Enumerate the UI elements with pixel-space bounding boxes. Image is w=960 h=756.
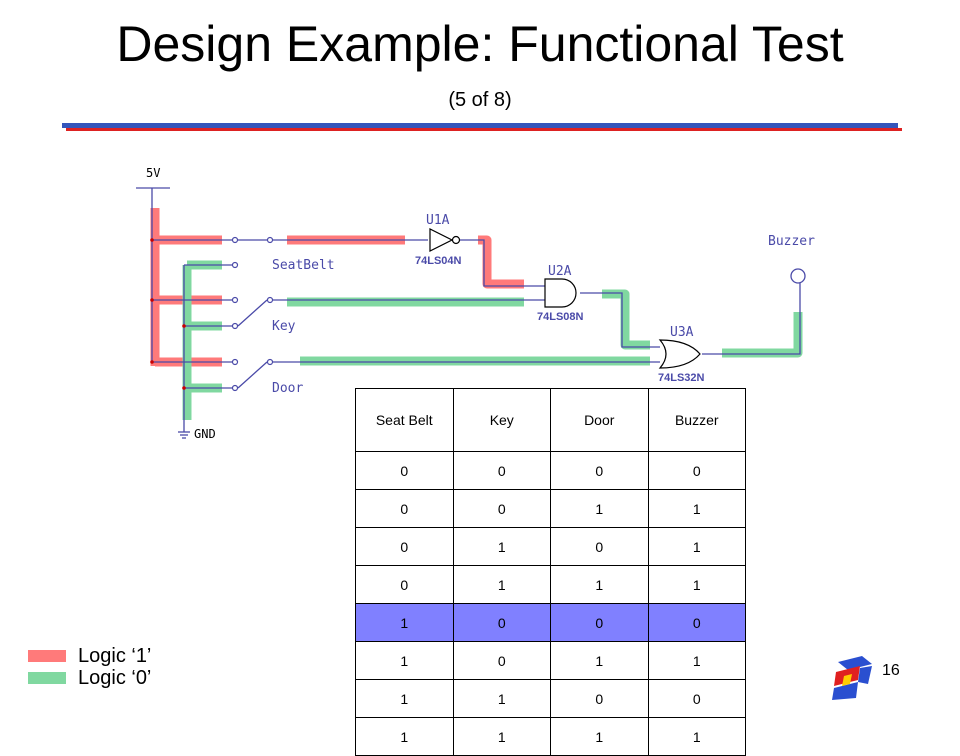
cell: 0	[355, 527, 454, 566]
cell: 0	[355, 489, 454, 528]
page-number: 16	[882, 662, 900, 679]
gate-ref-u2a: U2A	[548, 264, 572, 279]
switch-label-key: Key	[272, 319, 296, 334]
gate-ref-u3a: U3A	[670, 325, 694, 340]
cell: 0	[550, 527, 649, 566]
cell: 1	[452, 527, 551, 566]
buzzer-icon	[790, 268, 806, 284]
cell: 1	[355, 641, 454, 680]
cell: 1	[647, 527, 746, 566]
table-row: 0 1 1 1	[355, 565, 746, 604]
truth-table: Seat Belt Key Door Buzzer 0 0 0 0 0 0 1 …	[355, 388, 746, 756]
cell: 0	[355, 451, 454, 490]
or-gate	[658, 339, 701, 369]
switch-label-door: Door	[272, 381, 303, 396]
title-rule-blue	[62, 123, 898, 128]
gate-part-u2a: 74LS08N	[537, 311, 584, 323]
cell: 0	[647, 451, 746, 490]
table-row: 1 0 1 1	[355, 641, 746, 680]
output-label-buzzer: Buzzer	[768, 234, 815, 249]
cell: 1	[647, 565, 746, 604]
cell: 1	[355, 679, 454, 718]
cell: 1	[550, 489, 649, 528]
cell: 1	[452, 679, 551, 718]
cell: 1	[550, 717, 649, 756]
cell: 0	[550, 679, 649, 718]
and-gate	[544, 278, 577, 308]
gate-part-u1a: 74LS04N	[415, 255, 462, 267]
truth-table-header: Seat Belt Key Door Buzzer	[355, 388, 746, 452]
cell: 1	[647, 717, 746, 756]
switch-contacts	[231, 236, 274, 392]
gate-ref-u1a: U1A	[426, 213, 450, 228]
cell: 0	[452, 603, 551, 642]
table-row-highlighted: 1 0 0 0	[355, 603, 746, 642]
table-row: 0 1 0 1	[355, 527, 746, 566]
cell: 1	[550, 641, 649, 680]
cell: 0	[647, 679, 746, 718]
cell: 0	[452, 641, 551, 680]
cell: 1	[452, 565, 551, 604]
ground-label: GND	[194, 427, 216, 441]
cell: 0	[647, 603, 746, 642]
table-row: 1 1 1 1	[355, 717, 746, 756]
cell: 0	[550, 603, 649, 642]
cell: 1	[647, 489, 746, 528]
legend-swatch-logic1	[28, 650, 66, 662]
cell: 1	[647, 641, 746, 680]
header-seat-belt: Seat Belt	[355, 388, 454, 452]
junction-dots	[150, 238, 186, 390]
header-buzzer: Buzzer	[647, 388, 746, 452]
supply-label: 5V	[146, 166, 160, 180]
circuit-schematic: 5V GND SeatBelt Key Door U1A 74LS04N U2A…	[136, 166, 815, 441]
cell: 0	[550, 451, 649, 490]
cell: 0	[452, 451, 551, 490]
university-logo-icon	[832, 656, 872, 700]
circuit-wires	[136, 187, 801, 439]
table-row: 1 1 0 0	[355, 679, 746, 718]
cell: 1	[355, 603, 454, 642]
cell: 1	[355, 717, 454, 756]
inverter-gate	[429, 228, 461, 252]
header-key: Key	[452, 388, 551, 452]
legend-label-logic0: Logic ‘0’	[78, 667, 152, 689]
header-door: Door	[550, 388, 649, 452]
cell: 0	[452, 489, 551, 528]
switch-label-seatbelt: SeatBelt	[272, 258, 335, 273]
table-row: 0 0 1 1	[355, 489, 746, 528]
logic1-highlight	[150, 208, 524, 367]
cell: 1	[452, 717, 551, 756]
slide-subtitle: (5 of 8)	[448, 89, 512, 111]
title-rule-red	[66, 128, 902, 131]
legend-swatch-logic0	[28, 672, 66, 684]
cell: 1	[550, 565, 649, 604]
cell: 0	[355, 565, 454, 604]
slide-title: Design Example: Functional Test	[116, 16, 844, 72]
table-row: 0 0 0 0	[355, 451, 746, 490]
gate-part-u3a: 74LS32N	[658, 372, 705, 384]
legend-label-logic1: Logic ‘1’	[78, 645, 152, 667]
